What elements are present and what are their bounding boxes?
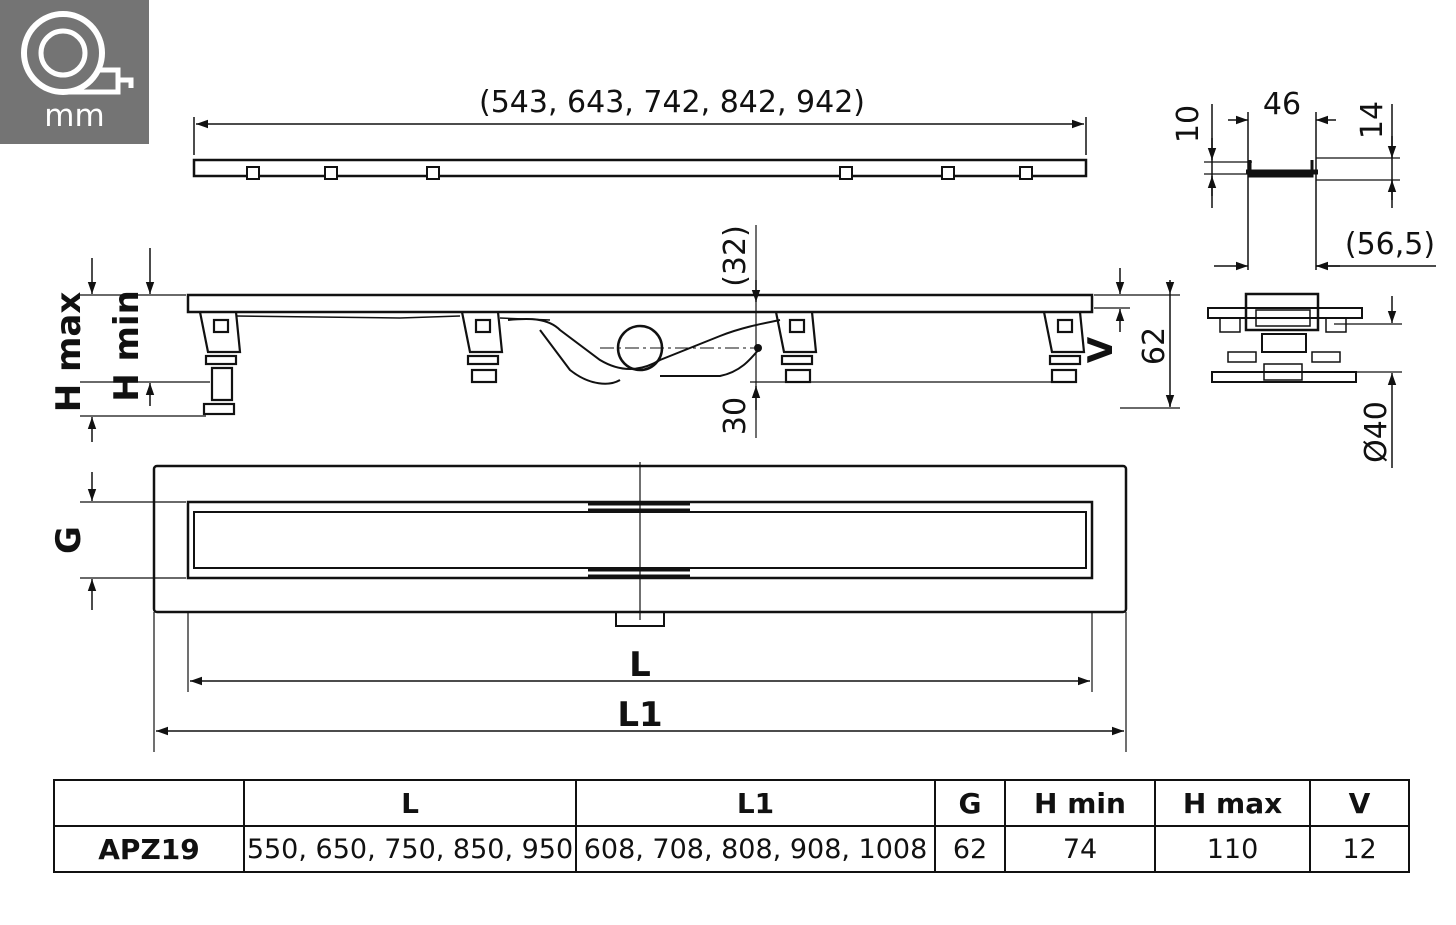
table-cell: 12 bbox=[1309, 825, 1410, 873]
tape-measure-icon bbox=[21, 11, 134, 95]
v-label: V bbox=[1081, 336, 1121, 363]
table-header: L bbox=[243, 779, 577, 827]
table-header: G bbox=[934, 779, 1006, 827]
table-cell-model: APZ19 bbox=[53, 825, 245, 873]
profile-right-height-label: 14 bbox=[1355, 101, 1390, 139]
side-view bbox=[80, 225, 1180, 442]
table-cell: 62 bbox=[934, 825, 1006, 873]
l1-label: L1 bbox=[617, 695, 662, 735]
outlet-top-label: (32) bbox=[718, 225, 753, 287]
plan-view bbox=[80, 462, 1128, 752]
l-label: L bbox=[629, 645, 651, 685]
top-view-grate bbox=[192, 117, 1088, 180]
table-header-row: L L1 G H min H max V bbox=[53, 779, 1410, 827]
profile-outer-width-label: (56,5) bbox=[1345, 227, 1435, 262]
length-options-label: (543, 643, 742, 842, 942) bbox=[479, 85, 865, 120]
unit-badge: mm bbox=[0, 0, 149, 144]
unit-label: mm bbox=[44, 98, 105, 134]
table-cell: 74 bbox=[1004, 825, 1156, 873]
table-header: H min bbox=[1004, 779, 1156, 827]
h-min-label: H min bbox=[107, 290, 147, 402]
profile-width-label: 46 bbox=[1263, 87, 1301, 122]
profile-left-height-label: 10 bbox=[1171, 105, 1206, 143]
table-header: H max bbox=[1154, 779, 1311, 827]
table-header: V bbox=[1309, 779, 1410, 827]
outlet-diameter-label: Ø40 bbox=[1359, 401, 1394, 463]
spec-table: L L1 G H min H max V APZ19 550, 650, 750… bbox=[53, 779, 1410, 873]
profile-section bbox=[1204, 104, 1436, 271]
table-header: L1 bbox=[575, 779, 936, 827]
table-cell: 550, 650, 750, 850, 950 bbox=[243, 825, 577, 873]
outlet-bottom-label: 30 bbox=[718, 397, 753, 435]
body-height-label: 62 bbox=[1137, 327, 1172, 365]
table-cell: 110 bbox=[1154, 825, 1311, 873]
table-header bbox=[53, 779, 245, 827]
table-cell: 608, 708, 808, 908, 1008 bbox=[575, 825, 936, 873]
h-max-label: H max bbox=[49, 292, 89, 413]
table-row: APZ19 550, 650, 750, 850, 950 608, 708, … bbox=[53, 825, 1410, 873]
end-view bbox=[1207, 292, 1402, 468]
g-label: G bbox=[49, 526, 89, 554]
